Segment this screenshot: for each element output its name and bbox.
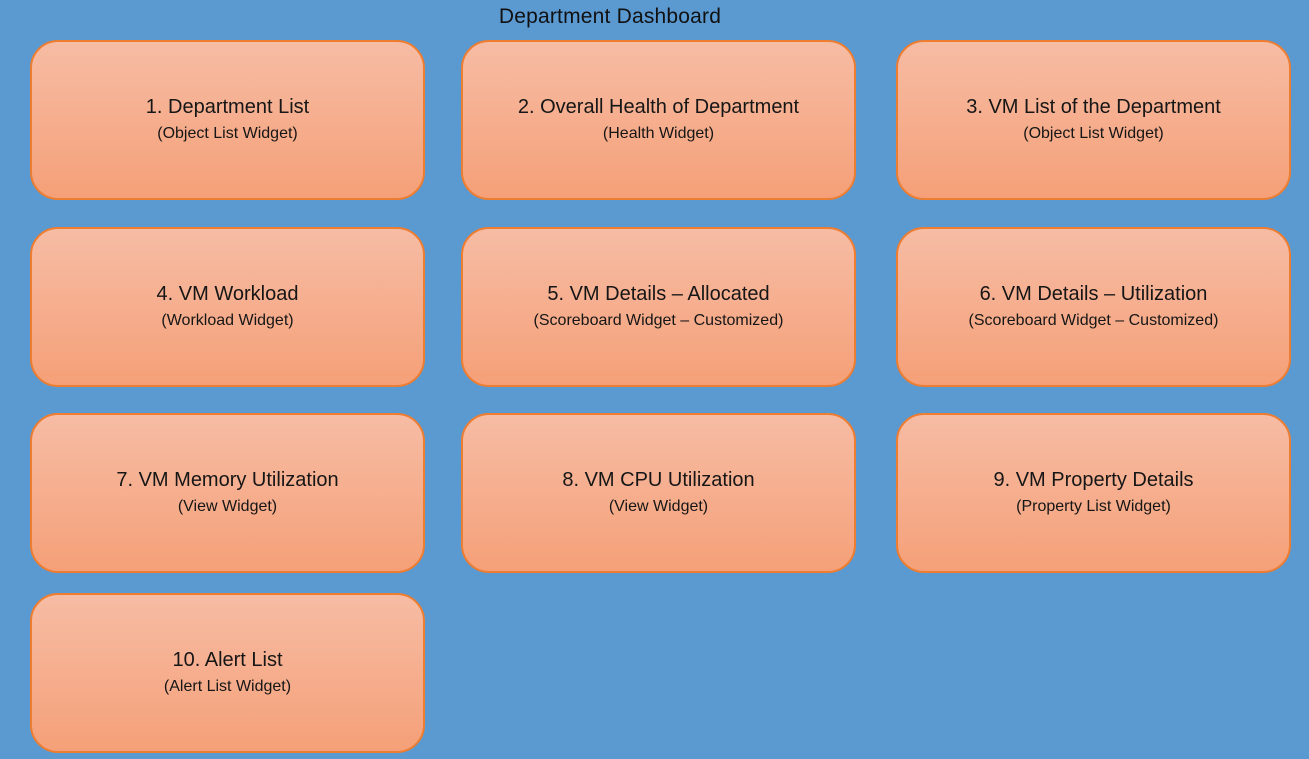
widget-box-alert-list: 10. Alert List (Alert List Widget) (30, 593, 425, 753)
widget-box-vm-list: 3. VM List of the Department (Object Lis… (896, 40, 1291, 200)
widget-title: 3. VM List of the Department (966, 96, 1221, 118)
widget-subtitle: (View Widget) (177, 498, 278, 515)
widget-box-vm-details-allocated: 5. VM Details – Allocated (Scoreboard Wi… (461, 227, 856, 387)
widget-subtitle: (Alert List Widget) (163, 678, 292, 695)
widget-subtitle: (Workload Widget) (161, 312, 294, 329)
widget-subtitle: (Object List Widget) (1023, 125, 1164, 142)
widget-box-vm-cpu-utilization: 8. VM CPU Utilization (View Widget) (461, 413, 856, 573)
widget-title: 7. VM Memory Utilization (116, 469, 339, 491)
widget-subtitle: (Scoreboard Widget – Customized) (533, 312, 784, 329)
widget-title: 1. Department List (145, 96, 310, 118)
page-title: Department Dashboard (498, 5, 722, 28)
widget-title: 6. VM Details – Utilization (979, 283, 1208, 305)
widget-box-department-list: 1. Department List (Object List Widget) (30, 40, 425, 200)
widget-subtitle: (Health Widget) (602, 125, 715, 142)
widget-subtitle: (Object List Widget) (157, 125, 298, 142)
widget-box-vm-memory-utilization: 7. VM Memory Utilization (View Widget) (30, 413, 425, 573)
widget-title: 2. Overall Health of Department (517, 96, 800, 118)
widget-title: 5. VM Details – Allocated (547, 283, 770, 305)
widget-title: 10. Alert List (172, 649, 283, 671)
widget-title: 9. VM Property Details (993, 469, 1194, 491)
widget-title: 8. VM CPU Utilization (562, 469, 755, 491)
widget-subtitle: (Scoreboard Widget – Customized) (968, 312, 1219, 329)
widget-title: 4. VM Workload (156, 283, 299, 305)
widget-subtitle: (Property List Widget) (1016, 498, 1171, 515)
widget-box-vm-workload: 4. VM Workload (Workload Widget) (30, 227, 425, 387)
widget-subtitle: (View Widget) (608, 498, 709, 515)
widget-box-vm-details-utilization: 6. VM Details – Utilization (Scoreboard … (896, 227, 1291, 387)
widget-box-overall-health: 2. Overall Health of Department (Health … (461, 40, 856, 200)
widget-box-vm-property-details: 9. VM Property Details (Property List Wi… (896, 413, 1291, 573)
